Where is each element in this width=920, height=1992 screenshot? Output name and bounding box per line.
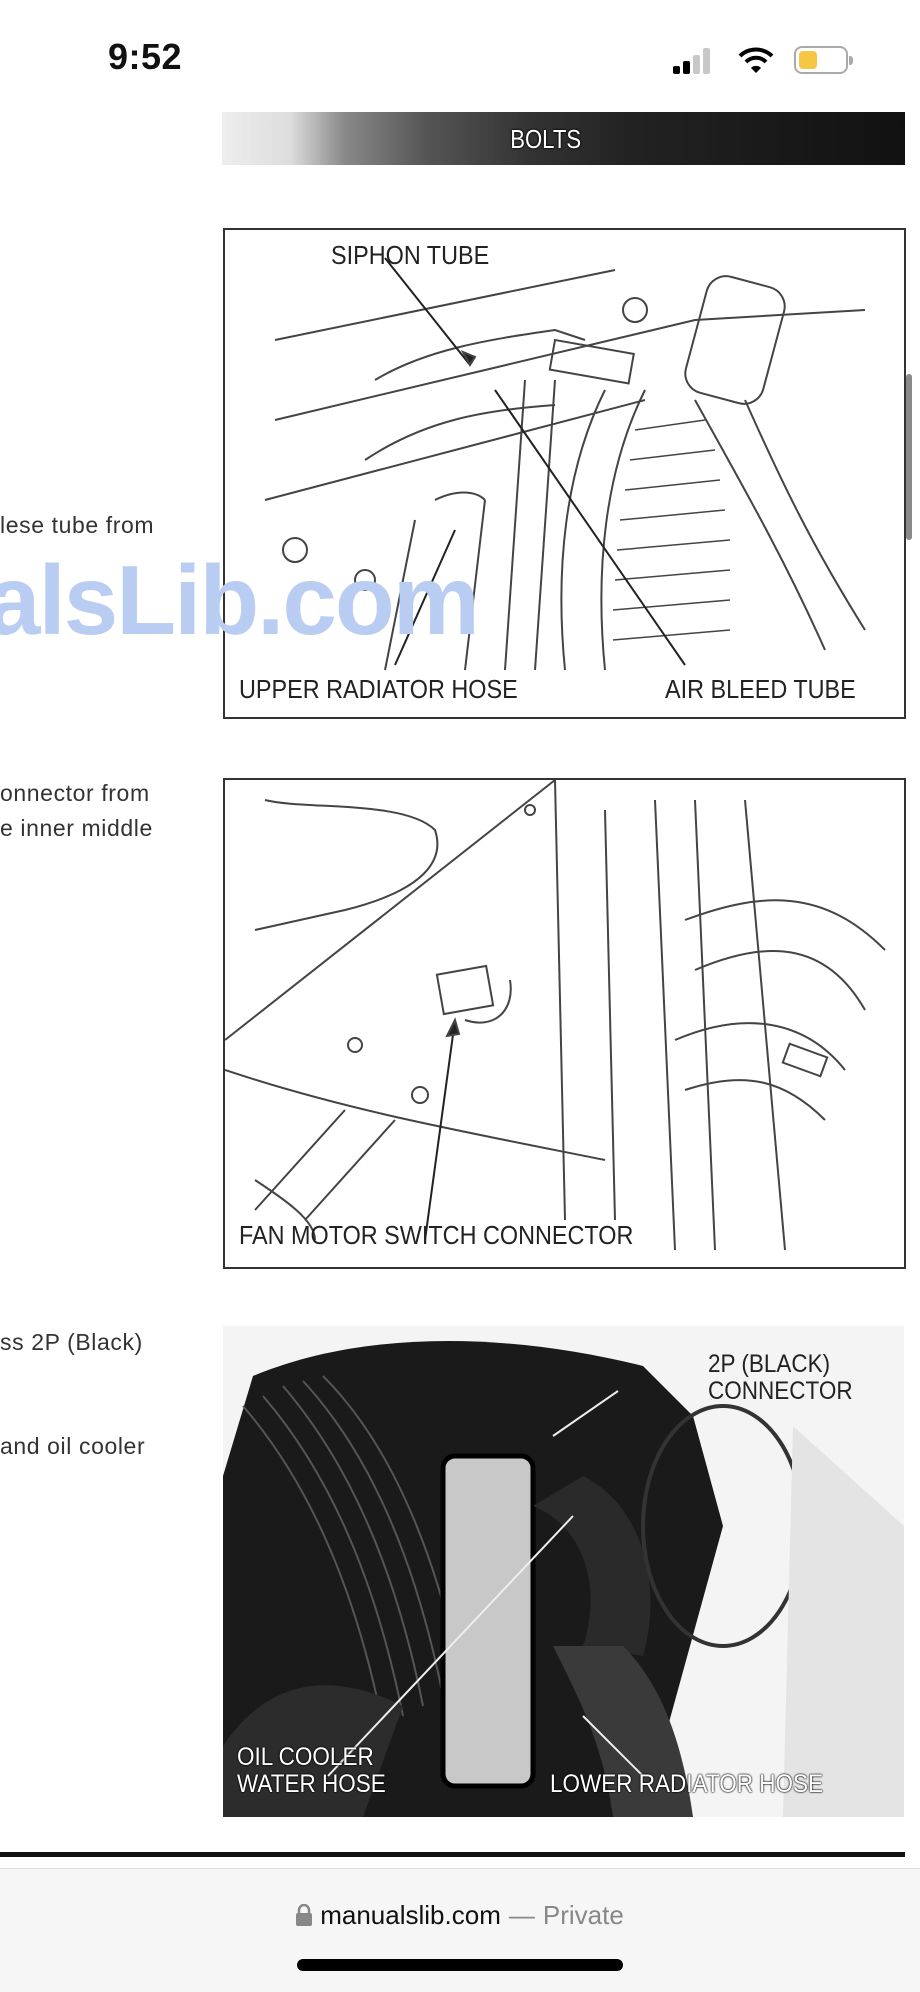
label-oil-line1: OIL COOLER xyxy=(237,1743,374,1771)
address-bar[interactable]: manualslib.com — Private xyxy=(0,1897,920,1933)
label-upper-radiator-hose: UPPER RADIATOR HOSE xyxy=(239,674,518,704)
status-time: 9:52 xyxy=(108,36,183,77)
scrollbar-thumb[interactable] xyxy=(906,374,912,540)
oil-cooler-photo xyxy=(223,1341,904,1817)
battery-icon xyxy=(794,46,853,74)
page-divider xyxy=(0,1852,905,1857)
side-text-4: ss 2P (Black) xyxy=(0,1329,143,1355)
bolts-label: BOLTS xyxy=(510,124,582,154)
label-oil-cooler-water-hose: OIL COOLER WATER HOSE xyxy=(237,1744,386,1798)
figure-fan-motor-switch: FAN MOTOR SWITCH CONNECTOR xyxy=(223,778,906,1269)
side-text-3: e inner middle xyxy=(0,815,153,841)
side-text-1: lese tube from xyxy=(0,512,155,538)
side-text-2: onnector from xyxy=(0,780,150,806)
wifi-icon xyxy=(738,47,774,73)
radiator-line-drawing xyxy=(264,257,866,671)
figure-photo-oil-cooler: 2P (BLACK) CONNECTOR OIL COOLER WATER HO… xyxy=(223,1326,904,1817)
home-indicator[interactable] xyxy=(297,1959,623,1971)
label-siphon-tube: SIPHON TUBE xyxy=(331,240,490,270)
label-air-bleed-tube: AIR BLEED TUBE xyxy=(665,674,856,704)
side-text-5: and oil cooler xyxy=(0,1433,146,1459)
watermark: alsLib.com xyxy=(0,545,480,655)
label-oil-line2: WATER HOSE xyxy=(237,1770,386,1798)
url-domain: manualslib.com xyxy=(320,1899,501,1930)
label-2p-black-connector: 2P (BLACK) CONNECTOR xyxy=(708,1351,853,1405)
label-fan-motor-switch-connector: FAN MOTOR SWITCH CONNECTOR xyxy=(239,1220,634,1250)
lock-icon xyxy=(296,1904,313,1926)
fan-switch-line-drawing xyxy=(225,780,886,1251)
cellular-signal-icon xyxy=(673,48,713,74)
url-separator: — xyxy=(508,1899,535,1930)
figure-siphon-tube: SIPHON TUBE UPPER RADIATOR HOSE AIR BLEE… xyxy=(223,228,906,719)
label-connector-line2: CONNECTOR xyxy=(708,1377,853,1405)
label-lower-radiator-hose: LOWER RADIATOR HOSE xyxy=(550,1770,823,1798)
label-connector-line1: 2P (BLACK) xyxy=(708,1350,831,1378)
bolts-image-strip: BOLTS xyxy=(222,112,905,165)
browser-bottom-bar: manualslib.com — Private xyxy=(0,1868,920,1992)
private-mode-label: Private xyxy=(542,1899,624,1930)
